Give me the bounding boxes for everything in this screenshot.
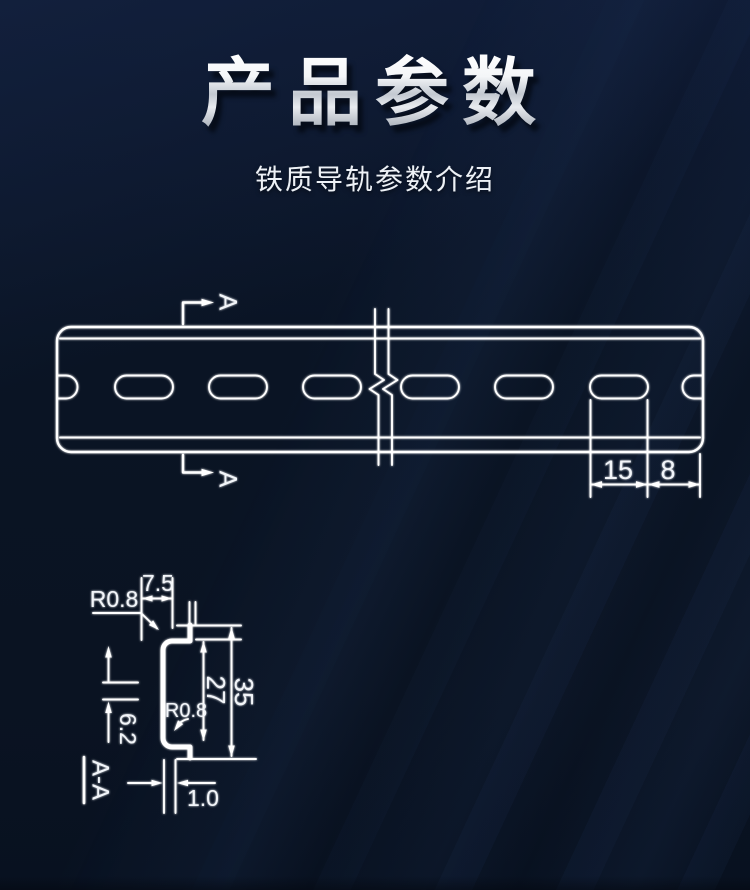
section-mark-top bbox=[181, 301, 205, 326]
section-label-top: A bbox=[213, 294, 241, 311]
profile-crown bbox=[160, 622, 193, 761]
dim-arrow-icon bbox=[105, 646, 112, 658]
page-subtitle: 铁质导轨参数介绍 bbox=[254, 164, 495, 195]
dim-arrow-icon bbox=[200, 641, 207, 653]
dim-arrow-icon bbox=[177, 779, 188, 787]
dim-top-width: 7.5 bbox=[142, 570, 174, 596]
break-line bbox=[368, 308, 385, 466]
rail-slot bbox=[494, 374, 554, 400]
section-mark-bottom bbox=[181, 453, 205, 474]
dim-arrow-icon bbox=[688, 481, 700, 488]
dim-arrow-icon bbox=[648, 481, 660, 488]
dim-thickness: 1.0 bbox=[187, 785, 219, 811]
leader-line bbox=[92, 612, 158, 630]
rail-right-notch bbox=[681, 374, 704, 400]
dim-inner-width: 27 bbox=[201, 676, 231, 705]
dim-lip: 6.2 bbox=[115, 713, 141, 745]
page-title: 产品参数 bbox=[0, 52, 750, 134]
dim-arrow-icon bbox=[161, 595, 172, 602]
rail-slot bbox=[208, 374, 268, 400]
dim-arrow-icon bbox=[142, 595, 153, 602]
rail-outline bbox=[55, 325, 705, 454]
leader-arrow-icon bbox=[148, 620, 159, 630]
dim-arrow-icon bbox=[636, 481, 648, 488]
dim-arrow-icon bbox=[228, 745, 235, 757]
rail-slot bbox=[114, 374, 174, 400]
dim-arrow-icon bbox=[105, 701, 112, 713]
dim-slot-to-end: 8 bbox=[660, 455, 675, 485]
dim-arrow-icon bbox=[200, 729, 207, 741]
rail-top-view: A A 15 8 bbox=[55, 294, 705, 498]
leader-arrow-icon bbox=[174, 720, 184, 731]
rail-slot bbox=[302, 374, 362, 400]
dim-bottom-radius: R0.8 bbox=[165, 700, 207, 722]
rail-slot bbox=[400, 374, 460, 400]
section-arrow-top-icon bbox=[201, 298, 214, 307]
dim-arrow-icon bbox=[590, 481, 602, 488]
rail-section-view: 7.5 R0.8 27 35 6.2 R0.8 bbox=[82, 570, 259, 814]
dim-arrow-icon bbox=[228, 627, 235, 639]
rail-slot bbox=[589, 374, 649, 400]
dim-top-radius: R0.8 bbox=[90, 586, 139, 612]
dim-slot-length: 15 bbox=[603, 455, 633, 485]
rail-left-notch bbox=[56, 374, 79, 400]
section-label-bottom: A bbox=[213, 471, 241, 488]
dim-overall-width: 35 bbox=[229, 678, 259, 707]
section-arrow-bottom-icon bbox=[201, 468, 214, 477]
section-name: A-A bbox=[87, 760, 114, 800]
dim-arrow-icon bbox=[151, 779, 163, 787]
bottom-shade bbox=[0, 876, 750, 890]
break-line bbox=[382, 308, 399, 466]
